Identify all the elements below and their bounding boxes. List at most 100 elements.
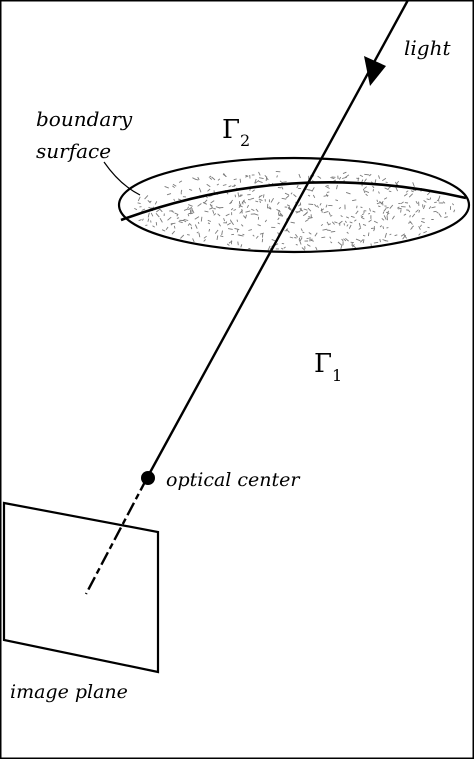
texture-speck xyxy=(281,186,284,190)
texture-speck xyxy=(180,234,185,239)
texture-speck xyxy=(221,230,223,236)
texture-speck xyxy=(223,173,227,178)
texture-speck xyxy=(434,201,437,204)
texture-speck xyxy=(367,232,370,237)
texture-speck xyxy=(164,185,169,189)
texture-speck xyxy=(338,176,342,180)
texture-speck xyxy=(197,176,200,181)
texture-speck xyxy=(144,195,149,200)
texture-speck xyxy=(245,210,251,213)
texture-speck xyxy=(206,183,211,188)
texture-speck xyxy=(433,210,437,213)
texture-speck xyxy=(426,198,430,201)
texture-speck xyxy=(161,229,166,232)
texture-speck xyxy=(187,213,190,217)
texture-speck xyxy=(259,200,261,204)
texture-speck xyxy=(369,208,371,212)
texture-speck xyxy=(352,199,357,202)
texture-speck xyxy=(276,208,281,212)
texture-speck xyxy=(254,178,257,184)
texture-speck xyxy=(359,239,364,243)
boundary-label: boundary xyxy=(36,107,133,131)
texture-speck xyxy=(338,207,342,209)
texture-speck xyxy=(238,234,244,237)
texture-speck xyxy=(265,176,268,182)
texture-speck xyxy=(267,245,271,251)
texture-speck xyxy=(299,236,303,238)
texture-speck xyxy=(368,173,372,177)
texture-speck xyxy=(240,224,244,227)
texture-speck xyxy=(320,208,325,212)
surface-outline-gamma1 xyxy=(117,156,471,254)
texture-speck xyxy=(255,208,259,212)
texture-speck xyxy=(431,206,436,209)
texture-speck xyxy=(360,215,364,218)
image-plane-label: image plane xyxy=(10,681,128,703)
texture-speck xyxy=(255,235,259,239)
surface-label: surface xyxy=(36,139,111,163)
texture-speck xyxy=(437,195,441,201)
texture-speck xyxy=(240,244,243,248)
texture-speck xyxy=(196,231,199,234)
texture-speck xyxy=(174,212,179,215)
texture-speck xyxy=(230,207,234,211)
texture-speck xyxy=(419,224,422,228)
texture-speck xyxy=(170,222,176,225)
texture-speck xyxy=(364,173,370,176)
texture-speck xyxy=(355,238,361,242)
texture-speck xyxy=(147,212,150,218)
texture-speck xyxy=(420,220,425,224)
texture-speck xyxy=(383,215,387,220)
texture-speck xyxy=(207,222,211,225)
texture-speck xyxy=(350,241,354,244)
texture-speck xyxy=(165,226,169,231)
texture-speck xyxy=(400,209,402,213)
texture-speck xyxy=(387,186,392,190)
texture-speck xyxy=(248,229,253,231)
texture-speck xyxy=(344,220,347,223)
texture-speck xyxy=(276,175,278,178)
texture-speck xyxy=(281,181,287,183)
texture-speck xyxy=(299,237,303,242)
texture-speck xyxy=(370,243,372,247)
texture-speck xyxy=(372,189,375,192)
texture-speck xyxy=(254,179,260,184)
texture-speck xyxy=(300,228,303,232)
texture-speck xyxy=(303,208,308,211)
texture-speck xyxy=(241,201,244,205)
gamma2-symbol: Γ xyxy=(222,115,240,145)
texture-speck xyxy=(389,204,394,209)
texture-speck xyxy=(176,217,180,219)
texture-speck xyxy=(267,207,272,210)
texture-speck xyxy=(385,181,388,184)
texture-speck xyxy=(315,246,318,251)
texture-speck xyxy=(308,232,312,235)
texture-speck xyxy=(173,198,176,202)
texture-speck xyxy=(346,231,349,234)
texture-speck xyxy=(259,177,264,180)
texture-speck xyxy=(355,210,359,215)
gamma1-symbol: Γ xyxy=(314,349,332,379)
texture-speck xyxy=(238,194,242,198)
texture-speck xyxy=(182,219,187,223)
texture-speck xyxy=(345,174,350,178)
texture-speck xyxy=(409,220,413,225)
texture-speck xyxy=(203,199,208,204)
texture-speck xyxy=(352,244,355,248)
texture-speck xyxy=(367,212,371,215)
texture-speck xyxy=(391,215,395,220)
texture-speck xyxy=(364,178,367,183)
texture-speck xyxy=(384,240,389,242)
texture-speck xyxy=(363,186,367,190)
texture-speck xyxy=(322,228,328,231)
texture-speck xyxy=(252,234,255,237)
texture-speck xyxy=(236,229,239,233)
texture-speck xyxy=(194,216,200,220)
texture-speck xyxy=(300,209,304,212)
texture-speck xyxy=(225,221,228,224)
texture-speck xyxy=(277,222,281,225)
texture-speck xyxy=(287,207,293,211)
texture-speck xyxy=(358,222,361,228)
